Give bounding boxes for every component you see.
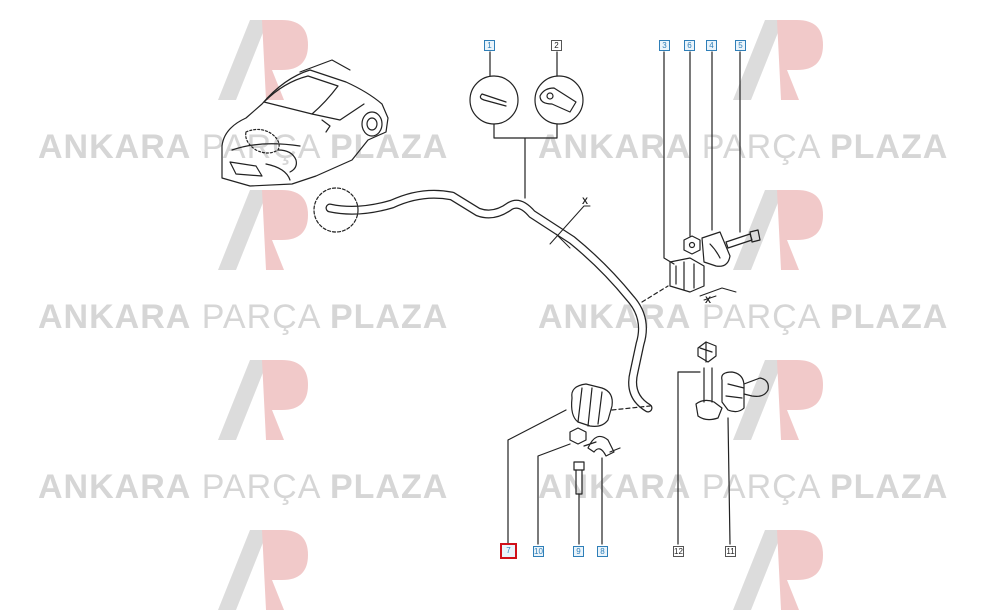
callout-3[interactable]: 3: [659, 40, 670, 51]
callout-4[interactable]: 4: [706, 40, 717, 51]
section-x-label-upper: X: [582, 196, 588, 206]
callout-8[interactable]: 8: [597, 546, 608, 557]
callout-1[interactable]: 1: [484, 40, 495, 51]
callout-9[interactable]: 9: [573, 546, 584, 557]
car-illustration: [221, 59, 389, 187]
callout-11[interactable]: 11: [725, 546, 736, 557]
parts-diagram-page: ANKARA PARÇA PLAZA ANKARA PARÇA PLAZA AN…: [38, 20, 947, 610]
callout-7[interactable]: 7: [500, 543, 517, 559]
callout-6[interactable]: 6: [684, 40, 695, 51]
callout-12[interactable]: 12: [673, 546, 684, 557]
callout-5[interactable]: 5: [735, 40, 746, 51]
callout-2[interactable]: 2: [551, 40, 562, 51]
section-x-label-lower: X: [705, 295, 711, 305]
callout-10[interactable]: 10: [533, 546, 544, 557]
stabilizer-bar-diagram: X X: [221, 51, 769, 545]
